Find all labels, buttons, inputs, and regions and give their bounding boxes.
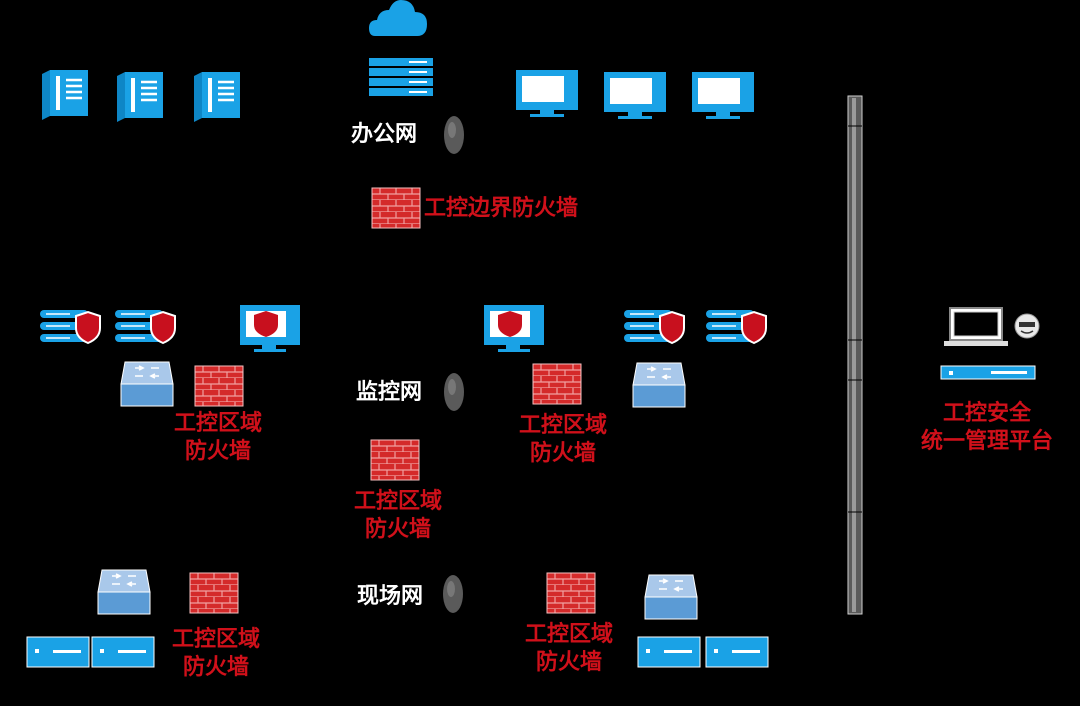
rack-unit-icon: [705, 636, 769, 668]
switch-icon: [120, 361, 174, 407]
network-bus-icon: [847, 95, 863, 615]
shielded-monitor-icon: [240, 305, 300, 352]
cloud-icon: [369, 0, 427, 36]
field-net-label: 现场网: [357, 584, 424, 609]
region-firewall-label-monitor-left: 工控区域 防火墙: [173, 411, 262, 464]
office-net-hub: [444, 116, 464, 154]
monitor-icon: [692, 72, 754, 119]
shielded-server-icon: [114, 309, 176, 344]
boundary-firewall-label: 工控边界防火墙: [424, 196, 579, 221]
rack-unit-icon: [26, 636, 90, 668]
monitor-icon: [516, 70, 578, 117]
monitor-net-label: 监控网: [356, 380, 423, 405]
switch-icon: [97, 569, 151, 615]
rack-unit-icon: [637, 636, 701, 668]
region-firewall-label-field-right: 工控区域 防火墙: [524, 622, 613, 675]
tower-server-icon: [192, 70, 242, 124]
region-firewall-label-middle: 工控区域 防火墙: [353, 489, 442, 542]
shielded-server-icon: [623, 309, 685, 344]
region-firewall-label-field-left: 工控区域 防火墙: [171, 627, 260, 680]
shielded-monitor-icon: [484, 305, 544, 352]
switch-icon: [644, 574, 698, 620]
management-platform-label: 工控安全 统一管理平台: [920, 401, 1053, 454]
management-server-icon: [940, 365, 1036, 380]
firewall-icon: [532, 363, 582, 405]
switch-icon: [632, 362, 686, 408]
monitor-icon: [604, 72, 666, 119]
shielded-server-icon: [39, 309, 101, 344]
rack-unit-icon: [91, 636, 155, 668]
firewall-icon: [371, 187, 421, 229]
firewall-icon: [189, 572, 239, 614]
firewall-icon: [546, 572, 596, 614]
admin-avatar-icon: [1014, 313, 1040, 339]
server-rack-icon: [368, 57, 434, 97]
laptop-icon: [944, 307, 1008, 346]
firewall-icon: [370, 439, 420, 481]
office-net-label: 办公网: [351, 122, 418, 147]
firewall-icon: [194, 365, 244, 407]
tower-server-icon: [115, 70, 165, 124]
field-net-hub: [443, 575, 463, 613]
shielded-server-icon: [705, 309, 767, 344]
tower-server-icon: [40, 68, 90, 122]
monitor-net-hub: [444, 373, 464, 411]
region-firewall-label-monitor-right: 工控区域 防火墙: [518, 413, 607, 466]
